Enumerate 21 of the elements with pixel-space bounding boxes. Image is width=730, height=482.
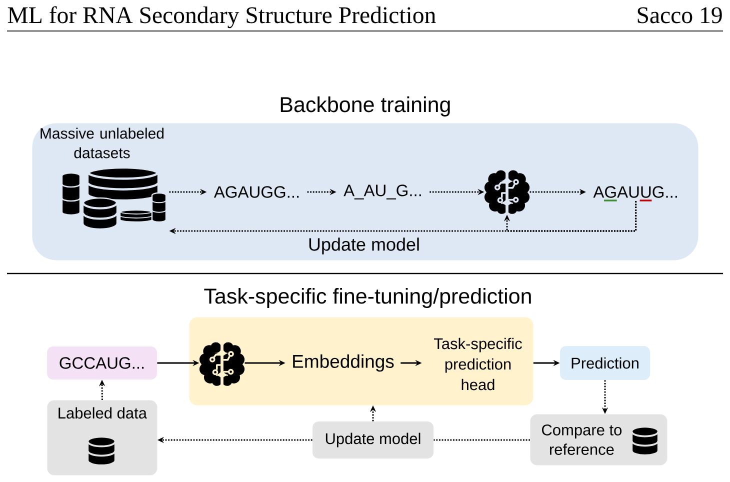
node-caption: Massive unlabeled datasets [40, 128, 164, 158]
sequence-text: AGAUGG... [214, 186, 299, 198]
step-box: Update model [312, 422, 434, 458]
output-box: Prediction [560, 346, 650, 380]
step-label: Task-specific prediction head [434, 338, 522, 390]
data-box: Labeled data [47, 400, 158, 476]
connector-line [434, 439, 530, 441]
model-panel [189, 317, 534, 406]
node-label: Backbone training [280, 96, 450, 116]
header-title: ML for RNA Secondary Structure Prediction [8, 6, 436, 28]
brain-icon [199, 342, 245, 386]
section-title: Task-specific fine-tuning/prediction [204, 288, 531, 308]
sequence-text: A_AU_G... [344, 184, 421, 200]
data-box: Compare to reference [530, 414, 668, 466]
brain-icon [484, 170, 530, 214]
step-label: Embeddings [293, 354, 394, 372]
header-author: Sacco 19 [638, 7, 722, 24]
arrow [504, 201, 637, 232]
edge-label: Update model [309, 238, 419, 254]
sequence-text: AGAUUG... [593, 186, 677, 198]
sequence-box: GCCAUG... [47, 346, 157, 380]
